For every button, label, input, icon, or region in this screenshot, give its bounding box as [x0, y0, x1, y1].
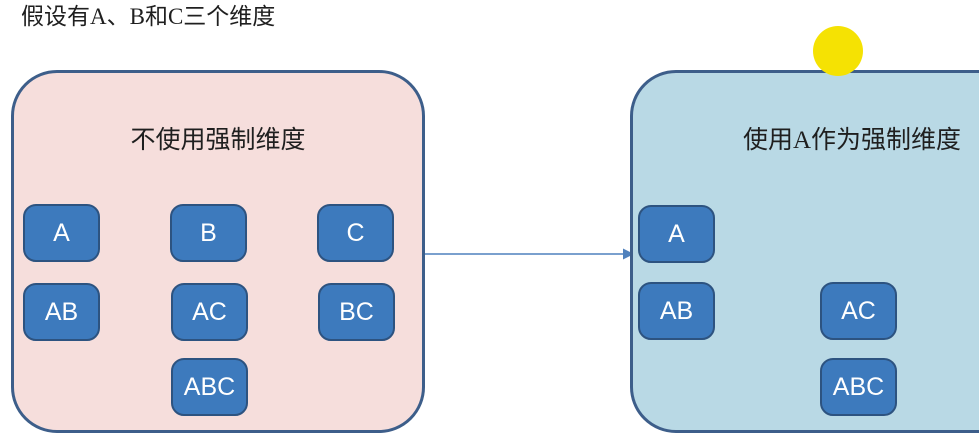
left-node-a: A	[23, 204, 100, 262]
left-node-bc: BC	[318, 283, 395, 341]
right-node-abc: ABC	[820, 358, 897, 416]
left-node-ab: AB	[23, 283, 100, 341]
arrow-connector-icon	[425, 248, 634, 260]
page-title: 假设有A、B和C三个维度	[21, 4, 276, 29]
panel-forced-dimension-a: 使用A作为强制维度 A AB AC ABC	[630, 70, 979, 433]
left-node-c: C	[317, 204, 394, 262]
left-node-b: B	[170, 204, 247, 262]
left-node-ac: AC	[171, 283, 248, 341]
right-node-ab: AB	[638, 282, 715, 340]
left-node-abc: ABC	[171, 358, 248, 416]
left-panel-title: 不使用强制维度	[130, 127, 306, 154]
panel-no-forced-dimension: 不使用强制维度 A B C AB AC BC ABC	[11, 70, 425, 433]
right-panel-title: 使用A作为强制维度	[743, 127, 962, 154]
right-node-ac: AC	[820, 282, 897, 340]
right-node-a: A	[638, 205, 715, 263]
yellow-circle-marker	[813, 26, 863, 76]
